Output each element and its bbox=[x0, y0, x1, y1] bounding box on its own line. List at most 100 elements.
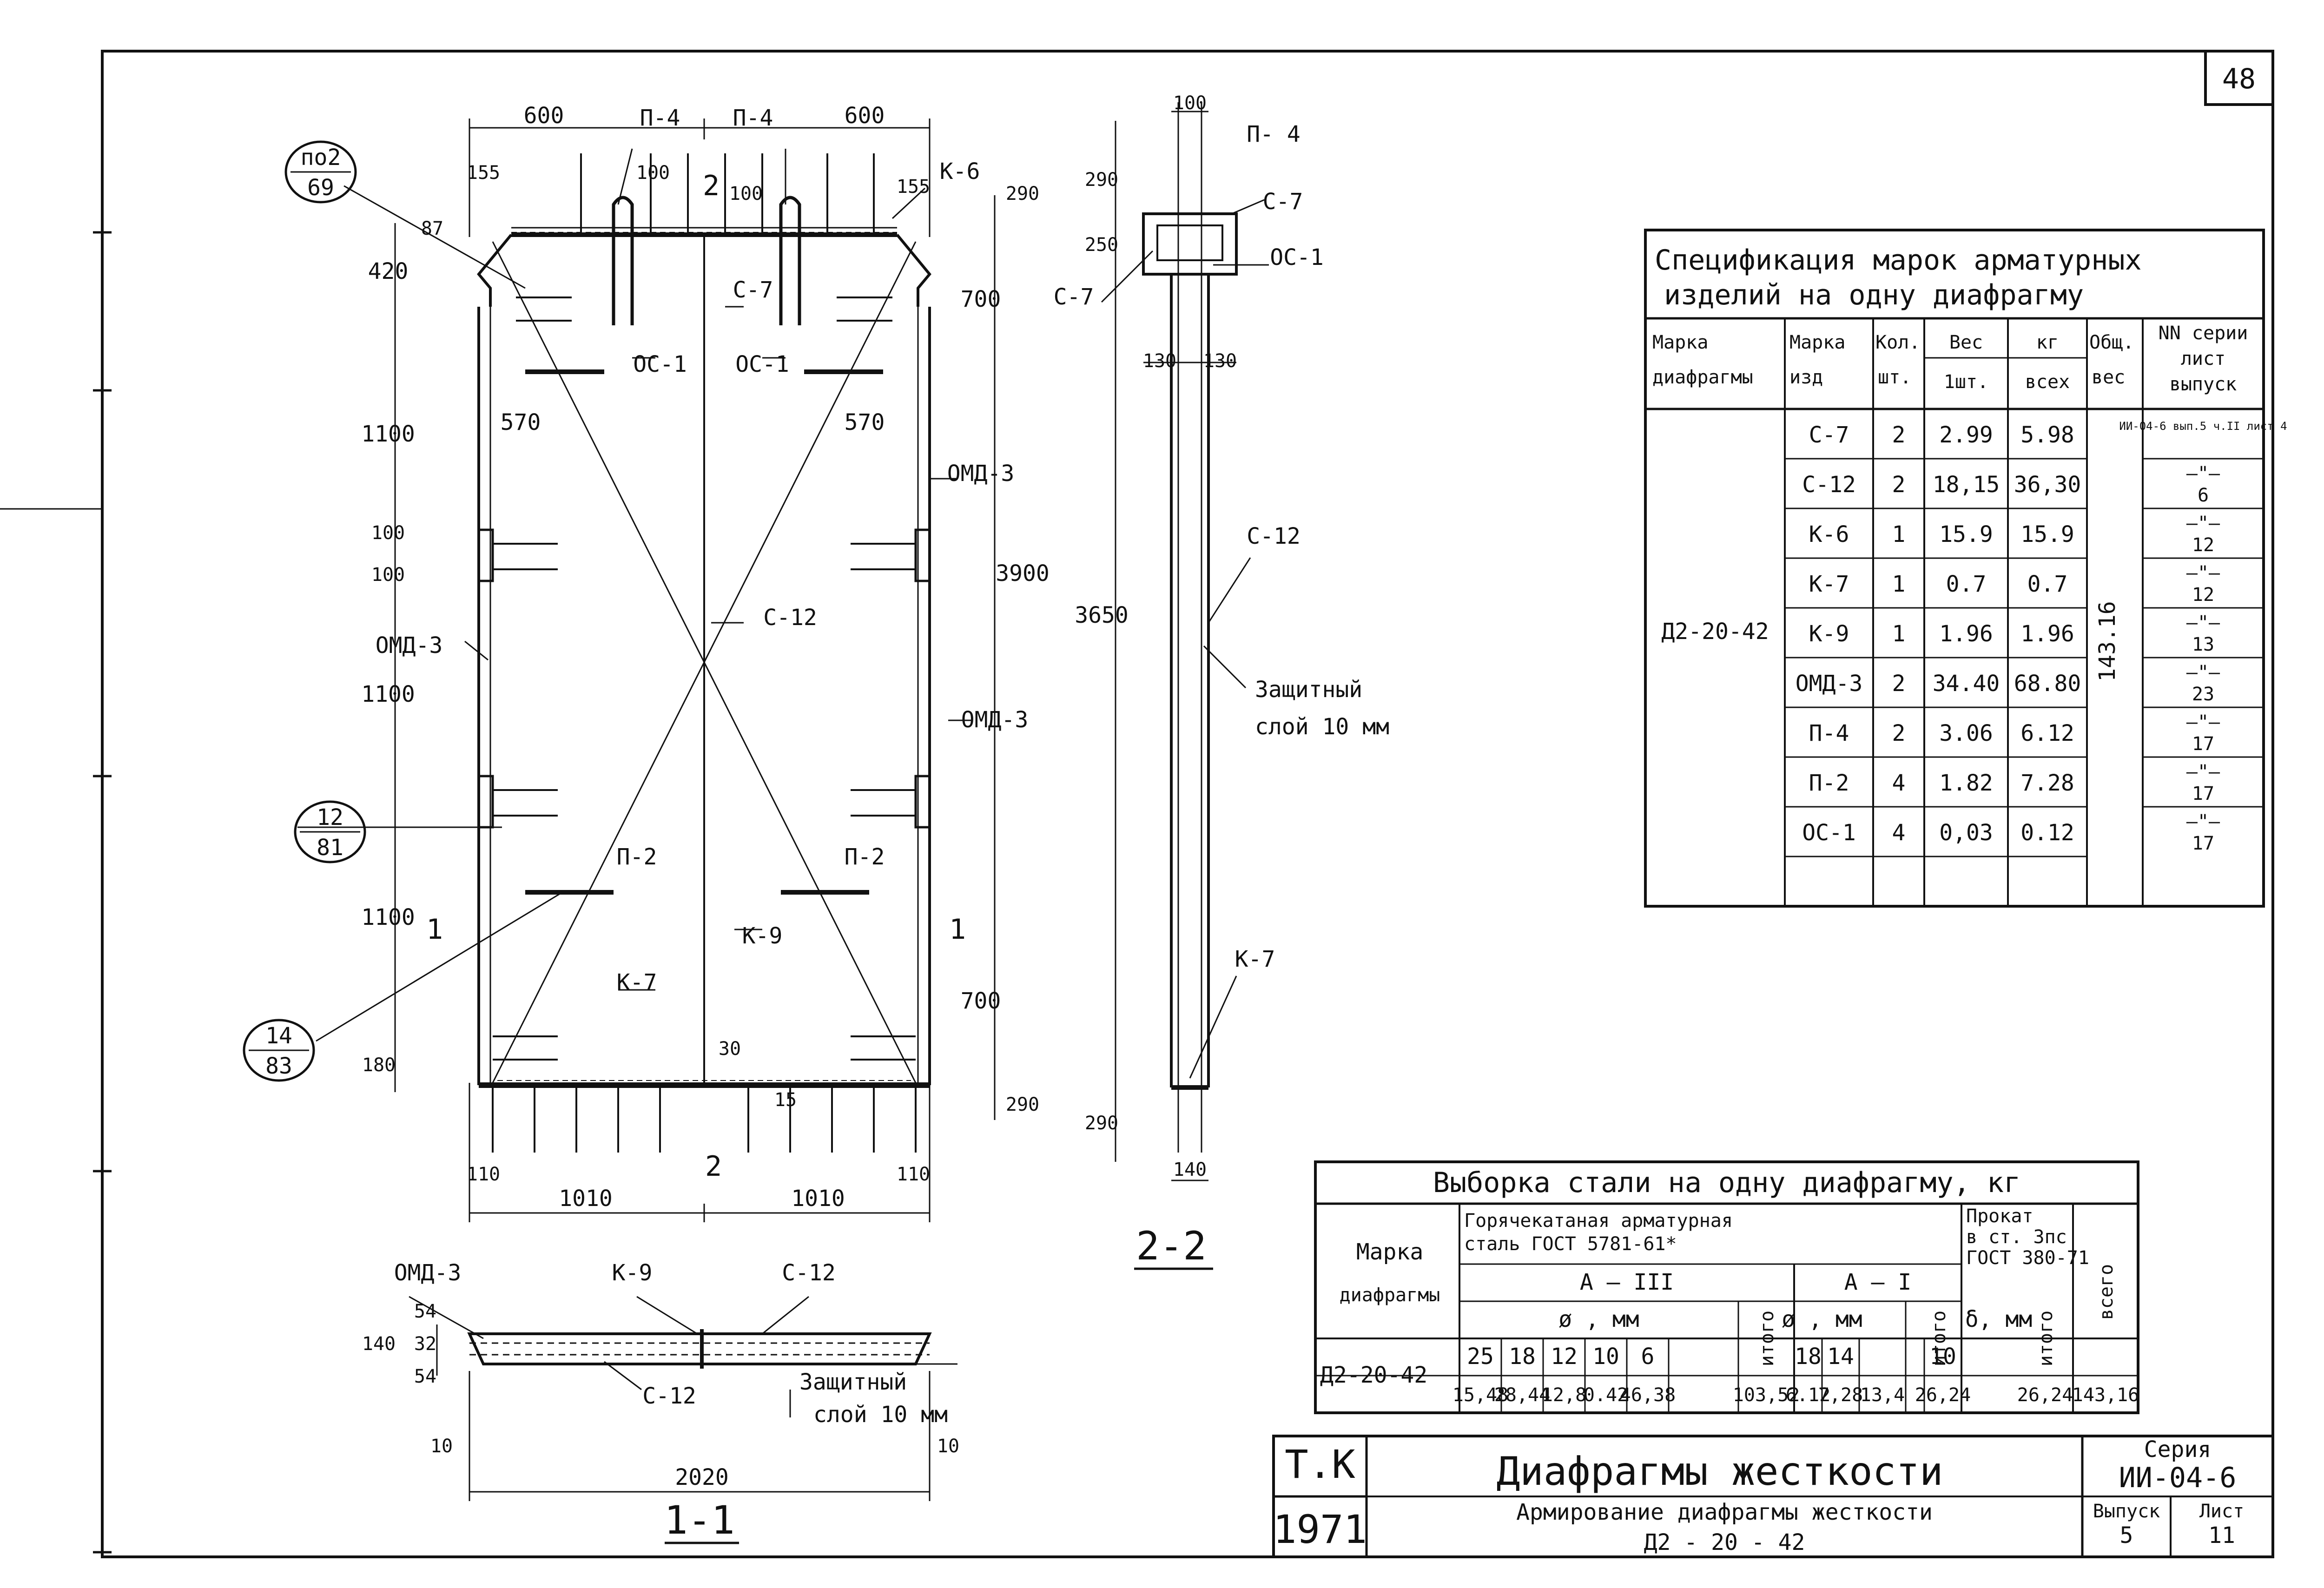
steel-diam-a3: 18 bbox=[1509, 1344, 1536, 1370]
callout-3: 14 83 bbox=[243, 1019, 315, 1082]
steel-row-mark: Д2-20-42 bbox=[1320, 1362, 1427, 1388]
sheet-frame bbox=[0, 50, 2274, 1558]
spec-title-line2: изделий на одну диафрагму bbox=[1664, 279, 2084, 311]
steel-delta: 10 bbox=[1929, 1344, 1956, 1370]
spec-h-kol1: Кол. bbox=[1875, 332, 1920, 353]
dim-155-right: 155 bbox=[897, 176, 930, 198]
label-p2-right: П-2 bbox=[845, 844, 885, 870]
spec-cell-izd: ОМД-3 bbox=[1796, 671, 1863, 697]
s22-label-c12: С-12 bbox=[1247, 523, 1301, 549]
steel-h-itogo-a1: итого bbox=[1928, 1311, 1950, 1366]
spec-cell-kol: 1 bbox=[1892, 571, 1906, 597]
tb-subtitle1: Армирование диафрагмы жесткости bbox=[1516, 1499, 1933, 1525]
leader-lines bbox=[297, 148, 971, 1042]
s22-dim-140: 140 bbox=[1173, 1159, 1207, 1180]
callout-2: 12 81 bbox=[294, 800, 366, 863]
spec-cell-izd: С-12 bbox=[1802, 472, 1856, 498]
dim-420: 420 bbox=[368, 258, 409, 284]
elevation-view bbox=[394, 119, 996, 1222]
title-block-texts: Т.К 1971 Диафрагмы жесткости Армирование… bbox=[1273, 1436, 2244, 1555]
steel-h-prokat2: в ст. 3пс bbox=[1966, 1226, 2067, 1248]
steel-h-hot2: сталь ГОСТ 5781-61* bbox=[1464, 1233, 1677, 1255]
spec-h-kg: кг bbox=[2036, 332, 2059, 353]
s11-cover-line2: слой 10 мм bbox=[813, 1402, 948, 1428]
elevation-dimensions: 600 600 155 155 100 100 87 420 1100 100 … bbox=[361, 103, 1050, 1212]
s22-label-k7: К-7 bbox=[1235, 946, 1275, 972]
spec-cell-weight-each: 2.99 bbox=[1939, 422, 1993, 448]
dim-1100-a: 1100 bbox=[361, 421, 415, 447]
s11-label-k9: К-9 bbox=[612, 1260, 653, 1286]
spec-h-ves: Вес bbox=[1949, 332, 1983, 353]
spec-cell-weight-all: 36,30 bbox=[2014, 472, 2081, 498]
spec-cell-kol: 1 bbox=[1892, 621, 1906, 647]
callout-1: по2 69 bbox=[284, 140, 357, 204]
s22-dim-130-right: 130 bbox=[1203, 350, 1237, 372]
spec-cell-ref: —"— bbox=[2186, 662, 2220, 683]
s22-label-c7-left: С-7 bbox=[1054, 284, 1094, 310]
section-1-1-texts: ОМД-3 К-9 С-12 С-12 Защитный слой 10 мм … bbox=[362, 1260, 959, 1543]
spec-cell-ref-num: 12 bbox=[2192, 534, 2214, 556]
s22-dim-130-left: 130 bbox=[1143, 350, 1176, 372]
s11-dim-10-right: 10 bbox=[937, 1436, 959, 1457]
spec-cell-kol: 2 bbox=[1892, 472, 1906, 498]
steel-val-a1: 7,28 bbox=[1818, 1384, 1863, 1406]
dim-600-left: 600 bbox=[524, 103, 564, 129]
steel-val-a3: 12,8 bbox=[1542, 1384, 1586, 1406]
spec-cell-kol: 2 bbox=[1892, 671, 1906, 697]
s11-dim-54-b: 54 bbox=[414, 1366, 436, 1387]
spec-cell-weight-all: 0.12 bbox=[2020, 820, 2074, 846]
elevation-hatching bbox=[497, 232, 911, 1081]
s22-dim-290-bottom: 290 bbox=[1085, 1113, 1118, 1134]
steel-h-prokat3: ГОСТ 380-71 bbox=[1966, 1247, 2089, 1269]
label-p4-left: П-4 bbox=[640, 105, 680, 131]
label-oc1-left: ОС-1 bbox=[633, 351, 687, 377]
label-omd3-left: ОМД-3 bbox=[376, 633, 443, 659]
s11-cover-line1: Защитный bbox=[799, 1369, 907, 1395]
steel-val-a1: 6.12 bbox=[1786, 1384, 1830, 1406]
spec-h-vseh: всех bbox=[2025, 371, 2070, 393]
elevation-labels: П-4 П-4 К-6 С-7 ОС-1 ОС-1 ОМД-3 ОМД-3 ОМ… bbox=[376, 105, 1029, 1183]
tb-series-value: ИИ-04-6 bbox=[2119, 1462, 2237, 1494]
dim-100-a: 100 bbox=[636, 162, 670, 184]
s11-label-c12-top: С-12 bbox=[782, 1260, 836, 1286]
dim-700-bottom: 700 bbox=[961, 988, 1001, 1014]
label-oc1-right: ОС-1 bbox=[735, 351, 789, 377]
s22-label-p4: П- 4 bbox=[1247, 121, 1301, 147]
spec-cell-weight-each: 34.40 bbox=[1933, 671, 2000, 697]
s22-dim-3650: 3650 bbox=[1075, 602, 1129, 628]
section-1-1-view bbox=[409, 1296, 957, 1501]
spec-table-texts: Спецификация марок арматурных изделий на… bbox=[1652, 244, 2248, 682]
label-k9: К-9 bbox=[742, 923, 783, 949]
steel-itogo-a3: 103,52 bbox=[1733, 1384, 1800, 1406]
steel-itogo-delta: 26,24 bbox=[2017, 1384, 2073, 1406]
tb-vypusk-label: Выпуск bbox=[2093, 1501, 2160, 1522]
dim-87: 87 bbox=[421, 218, 443, 239]
tb-series-label: Серия bbox=[2144, 1436, 2212, 1463]
dim-100-c: 100 bbox=[371, 522, 405, 544]
steel-h-a1: А — I bbox=[1844, 1269, 1912, 1295]
spec-h-ves1: 1шт. bbox=[1944, 371, 1988, 393]
callout-2-top: 12 bbox=[317, 804, 343, 830]
steel-h-mark2: диафрагмы bbox=[1340, 1285, 1440, 1306]
dim-15: 15 bbox=[774, 1089, 797, 1111]
callout-1-top: по2 bbox=[301, 145, 341, 171]
s22-label-c7-right: С-7 bbox=[1263, 189, 1303, 215]
spec-cell-ref: —"— bbox=[2186, 562, 2220, 584]
spec-h-obsh1: Общ. bbox=[2089, 332, 2134, 353]
steel-h-mark1: Марка bbox=[1356, 1239, 1424, 1265]
spec-cell-ref: —"— bbox=[2186, 463, 2220, 484]
tb-vypusk-value: 5 bbox=[2120, 1522, 2133, 1548]
dim-155-left: 155 bbox=[467, 162, 500, 184]
label-c12: С-12 bbox=[763, 605, 817, 631]
s11-dim-54-a: 54 bbox=[414, 1301, 436, 1322]
spec-cell-kol: 4 bbox=[1892, 770, 1906, 796]
s11-label-c12-bottom: С-12 bbox=[642, 1383, 696, 1409]
label-p2-left: П-2 bbox=[617, 844, 657, 870]
spec-cell-weight-each: 15.9 bbox=[1939, 521, 1993, 547]
spec-cell-ref: —"— bbox=[2186, 811, 2220, 832]
s22-dim-250: 250 bbox=[1085, 234, 1118, 256]
spec-cell-weight-each: 1.82 bbox=[1939, 770, 1993, 796]
sheet-number-box bbox=[2204, 50, 2274, 106]
steel-diam-a1: 14 bbox=[1827, 1344, 1854, 1370]
